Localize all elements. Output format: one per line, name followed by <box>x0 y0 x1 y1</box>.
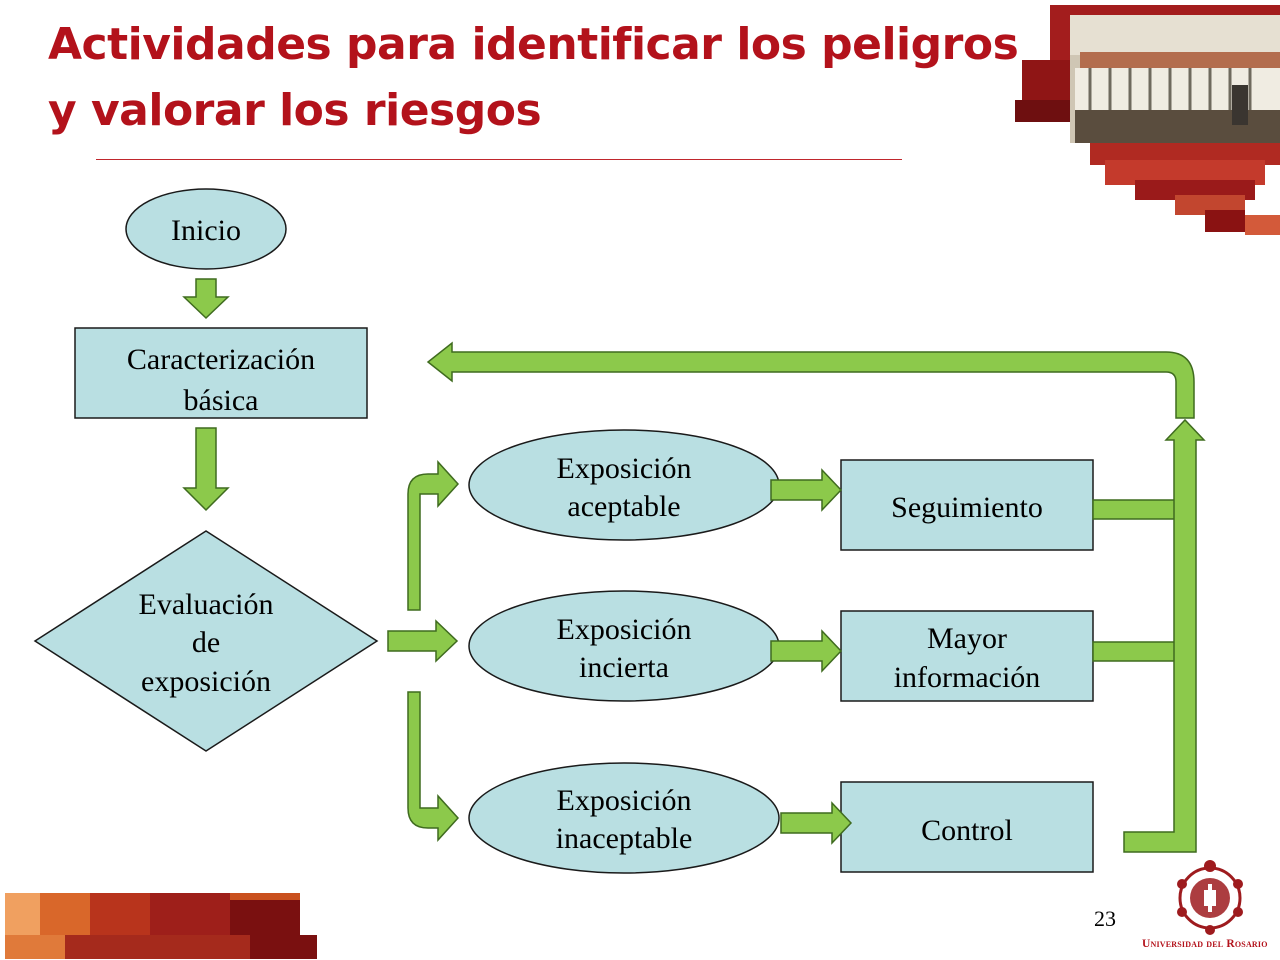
header-photo-collage <box>1015 5 1280 235</box>
node-exposicion-inaceptable: Exposición inaceptable <box>468 762 780 874</box>
node-caracterizacion-line1: Caracterización <box>127 343 315 376</box>
arrow-evaluacion-to-aceptable <box>407 460 460 611</box>
arrow-aceptable-to-seguimiento <box>770 468 843 512</box>
connector-mayor-informacion <box>1092 641 1176 662</box>
node-evaluacion-line1: Evaluación <box>139 588 274 621</box>
title-divider <box>96 159 902 160</box>
arrow-caracterizacion-to-evaluacion <box>182 427 230 512</box>
slide-title: Actividades para identificar los peligro… <box>48 19 1019 136</box>
node-aceptable-line1: Exposición <box>557 452 692 485</box>
node-seguimiento: Seguimiento <box>840 459 1094 551</box>
arrow-control-up <box>1123 418 1206 853</box>
node-seguimiento-label: Seguimiento <box>891 491 1043 524</box>
arrow-inicio-to-caracterizacion <box>182 278 230 320</box>
node-inicio-label: Inicio <box>171 214 241 247</box>
arrow-inaceptable-to-control <box>780 801 853 845</box>
node-control: Control <box>840 781 1094 873</box>
node-incierta-line1: Exposición <box>557 613 692 646</box>
node-exposicion-aceptable: Exposición aceptable <box>468 429 780 541</box>
footer-color-band <box>5 893 317 959</box>
node-aceptable-line2: aceptable <box>567 490 680 523</box>
connector-seguimiento <box>1092 499 1176 520</box>
node-inicio: Inicio <box>125 188 287 270</box>
arrow-evaluacion-to-inaceptable <box>407 691 460 842</box>
node-evaluacion-line3: exposición <box>141 665 271 698</box>
node-incierta-line2: incierta <box>579 651 669 684</box>
node-inaceptable-line1: Exposición <box>557 784 692 817</box>
university-logo-text: Universidad del Rosario <box>1142 938 1268 950</box>
node-control-label: Control <box>921 814 1013 847</box>
node-caracterizacion: Caracterización básica <box>74 327 368 419</box>
node-mayor-informacion-line1: Mayor <box>927 622 1007 655</box>
node-mayor-informacion-line2: información <box>894 661 1041 694</box>
node-evaluacion-line2: de <box>192 626 220 659</box>
arrow-incierta-to-mayor-informacion <box>770 629 843 673</box>
node-caracterizacion-line2: básica <box>184 384 259 417</box>
node-exposicion-incierta: Exposición incierta <box>468 590 780 702</box>
page-number: 23 <box>1094 906 1116 931</box>
arrow-feedback-to-caracterizacion <box>426 341 1195 419</box>
node-inaceptable-line2: inaceptable <box>556 822 693 855</box>
university-seal-icon <box>1177 860 1243 935</box>
arrow-evaluacion-to-incierta <box>387 619 459 663</box>
node-evaluacion-decision: Evaluación de exposición <box>33 530 379 752</box>
node-mayor-informacion: Mayor información <box>840 610 1094 702</box>
